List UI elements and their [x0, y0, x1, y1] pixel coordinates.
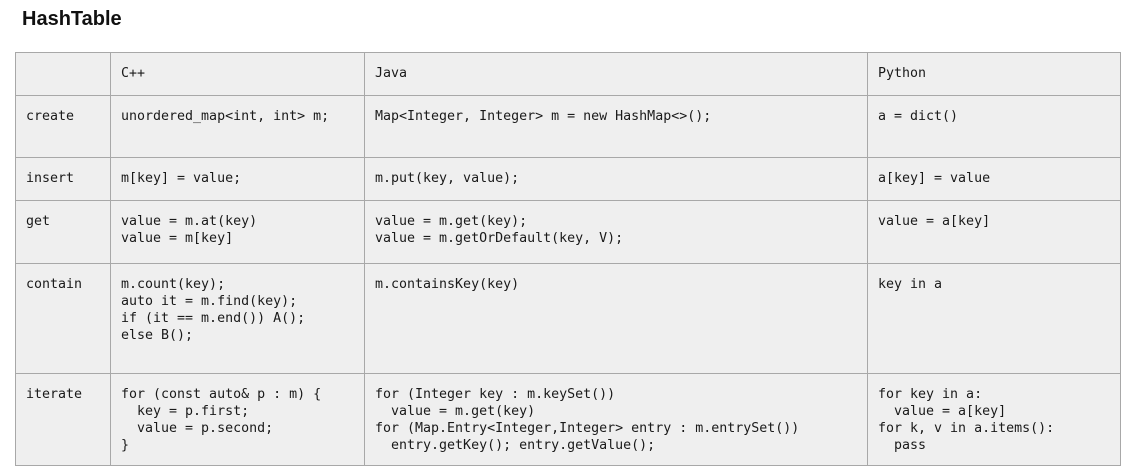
python-contain-code: key in a	[867, 263, 1121, 374]
java-contain-code: m.containsKey(key)	[364, 263, 868, 374]
row-label-get: get	[15, 200, 111, 264]
java-iterate-code: for (Integer key : m.keySet()) value = m…	[364, 373, 868, 466]
table-row-iterate: iterate for (const auto& p : m) { key = …	[15, 373, 1121, 466]
row-label-create: create	[15, 95, 111, 158]
python-insert-code: a[key] = value	[867, 157, 1121, 201]
row-label-iterate: iterate	[15, 373, 111, 466]
table-row-get: get value = m.at(key) value = m[key] val…	[15, 200, 1121, 264]
header-cpp: C++	[110, 52, 365, 96]
python-create-code: a = dict()	[867, 95, 1121, 158]
cpp-insert-code: m[key] = value;	[110, 157, 365, 201]
cpp-get-code: value = m.at(key) value = m[key]	[110, 200, 365, 264]
cpp-create-code: unordered_map<int, int> m;	[110, 95, 365, 158]
table-row-create: create unordered_map<int, int> m; Map<In…	[15, 95, 1121, 158]
hashtable-comparison-table: C++ Java Python create unordered_map<int…	[15, 52, 1121, 466]
row-label-contain: contain	[15, 263, 111, 374]
row-label-insert: insert	[15, 157, 111, 201]
python-get-code: value = a[key]	[867, 200, 1121, 264]
java-insert-code: m.put(key, value);	[364, 157, 868, 201]
table-header-row: C++ Java Python	[15, 52, 1121, 96]
page-title: HashTable	[22, 8, 122, 30]
cpp-iterate-code: for (const auto& p : m) { key = p.first;…	[110, 373, 365, 466]
cpp-contain-code: m.count(key); auto it = m.find(key); if …	[110, 263, 365, 374]
table-row-insert: insert m[key] = value; m.put(key, value)…	[15, 157, 1121, 201]
table-row-contain: contain m.count(key); auto it = m.find(k…	[15, 263, 1121, 374]
python-iterate-code: for key in a: value = a[key] for k, v in…	[867, 373, 1121, 466]
header-corner-cell	[15, 52, 111, 96]
header-python: Python	[867, 52, 1121, 96]
header-java: Java	[364, 52, 868, 96]
java-get-code: value = m.get(key); value = m.getOrDefau…	[364, 200, 868, 264]
java-create-code: Map<Integer, Integer> m = new HashMap<>(…	[364, 95, 868, 158]
